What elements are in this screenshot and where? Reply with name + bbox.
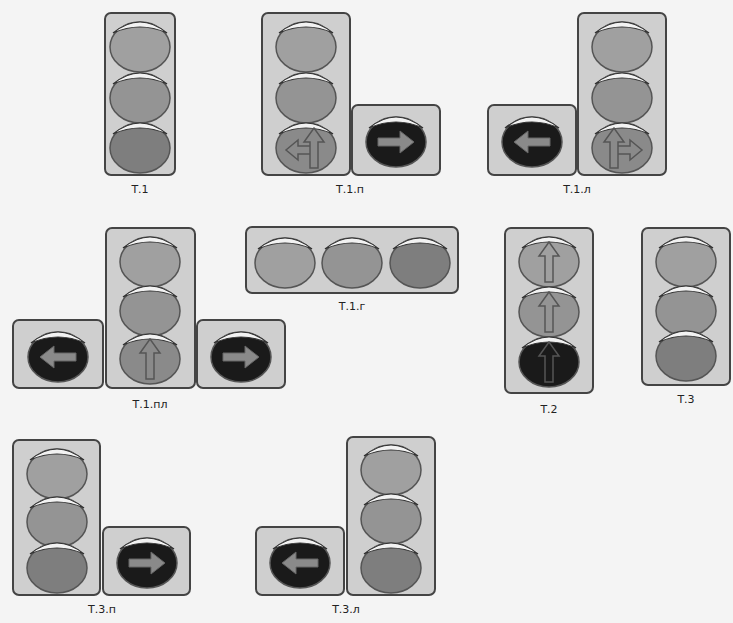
caption-label: Т.1.п [336,183,364,196]
caption-label: Т.1 [131,183,148,196]
caption-label: Т.1.пл [133,398,168,411]
caption-label: Т.3 [677,393,694,406]
caption-label: Т.3.л [332,603,360,616]
caption-label: Т.3.п [88,603,116,616]
caption-label: Т.1.г [339,300,366,313]
caption-label: Т.2 [540,403,557,416]
caption-label: Т.1.л [563,183,591,196]
